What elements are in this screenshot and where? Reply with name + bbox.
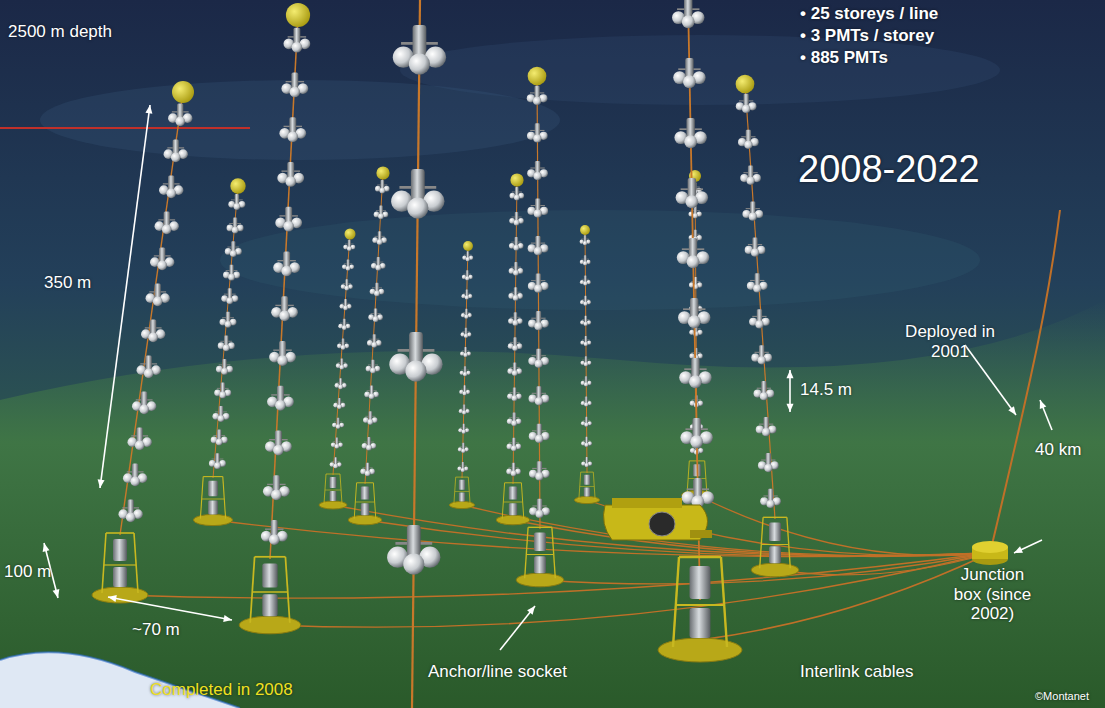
period-label: 2008-2022 xyxy=(798,148,980,192)
dimension: 350 m xyxy=(44,273,91,293)
part-name: Interlink cables xyxy=(800,662,913,682)
dimension: 100 m xyxy=(4,562,51,582)
copyright: ©Montanet xyxy=(1035,690,1089,703)
dimension: 40 km xyxy=(1035,440,1081,460)
dimension: 14.5 m xyxy=(800,380,852,400)
completion-note: Completed in 2008 xyxy=(150,680,293,700)
part-name: Anchor/line socket xyxy=(428,662,567,682)
spec-bullet: • 3 PMTs / storey xyxy=(800,26,934,46)
junction-box-label: Junction box (since 2002) xyxy=(945,565,1040,624)
dimension: ~70 m xyxy=(132,620,180,640)
spec-bullet: • 885 PMTs xyxy=(800,48,888,68)
depth-label: 2500 m depth xyxy=(8,22,112,42)
spec-bullet: • 25 storeys / line xyxy=(800,4,938,24)
cable-note: Deployed in 2001 xyxy=(895,322,1005,361)
